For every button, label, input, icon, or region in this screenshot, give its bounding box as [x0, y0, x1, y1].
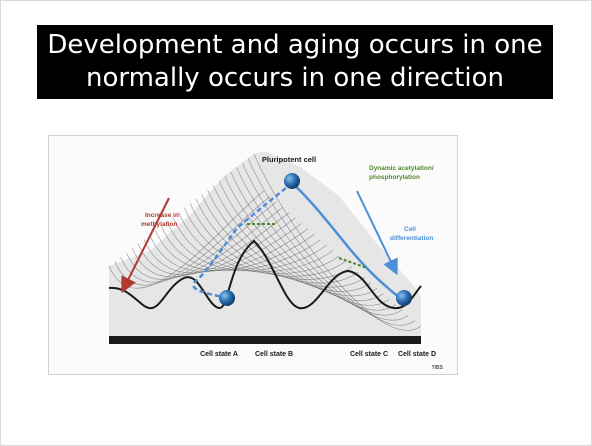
methylation-label-1: Increase in: [145, 212, 179, 219]
pluripotent-label: Pluripotent cell: [262, 155, 316, 164]
waddington-landscape-figure: Pluripotent cell Dynamic acetylation/ ph…: [48, 135, 458, 375]
pluripotent-cell-ball: [284, 173, 300, 189]
state-d-cell-ball: [396, 290, 412, 306]
differentiation-label-1: Cell: [404, 226, 416, 233]
landscape-base: [109, 336, 421, 344]
landscape-diagram: Pluripotent cell Dynamic acetylation/ ph…: [49, 136, 458, 375]
cell-state-a-label: Cell state A: [200, 351, 238, 358]
methylation-label-2: methylation: [141, 221, 178, 228]
cell-state-d-label: Cell state D: [398, 351, 436, 358]
title-line-2: normally occurs in one direction: [86, 62, 504, 95]
tibs-mark: TIBS: [432, 365, 444, 371]
slide-title: Development and aging occurs in one norm…: [37, 25, 553, 99]
title-line-1: Development and aging occurs in one: [47, 29, 542, 62]
cell-state-c-label: Cell state C: [350, 351, 388, 358]
acetylation-label-2: phosphorylation: [369, 174, 420, 181]
acetylation-label-1: Dynamic acetylation/: [369, 165, 434, 172]
cell-state-b-label: Cell state B: [255, 351, 293, 358]
state-a-cell-ball: [219, 290, 235, 306]
differentiation-label-2: differentiation: [390, 235, 433, 242]
